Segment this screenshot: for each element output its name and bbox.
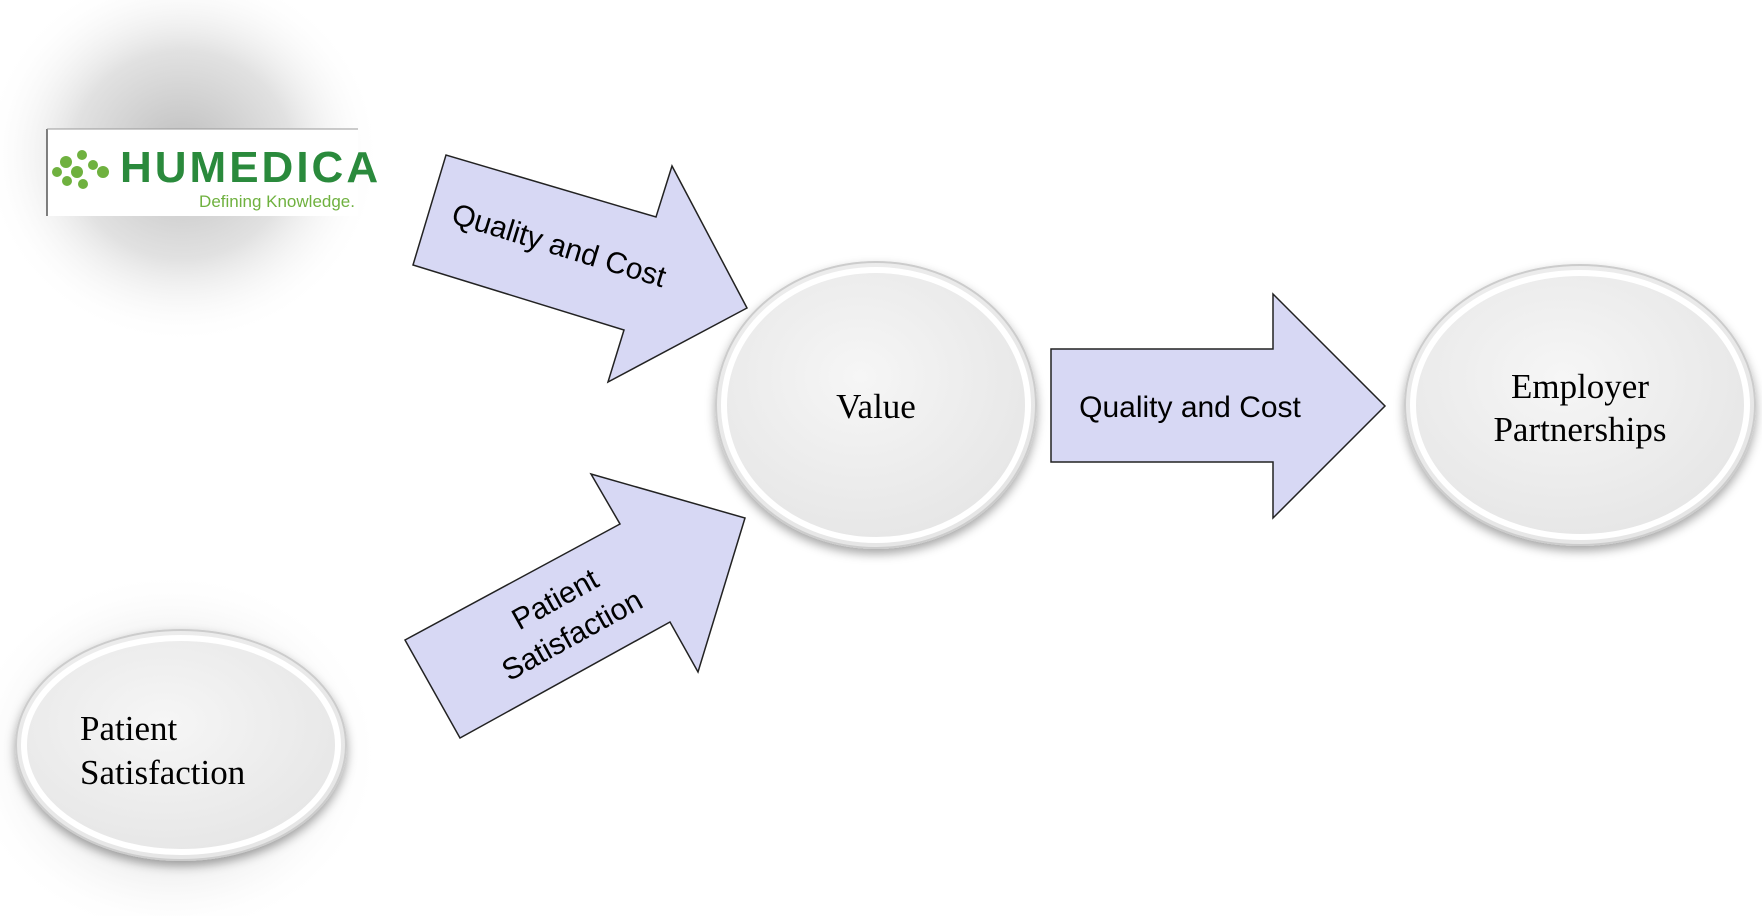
node-patient-satisfaction-rim (21, 635, 341, 855)
node-value: Value (715, 261, 1037, 549)
arrow-quality-cost-to-value-shape (412, 154, 749, 384)
node-employer-partnerships-label-line2: Partnerships (1493, 410, 1666, 449)
node-value-shape (715, 261, 1037, 549)
arrow-satisfaction-to-value: Patient Satisfaction (403, 472, 746, 740)
node-employer-partnerships-label-line1: Employer (1511, 367, 1649, 406)
node-value-label: Value (836, 387, 916, 426)
logo-tagline: Defining Knowledge. (199, 192, 355, 211)
node-value-rim (721, 267, 1031, 543)
logo-wordmark: HUMEDICA (120, 143, 381, 192)
arrow-quality-cost-to-value: Quality and Cost (412, 154, 749, 384)
arrow-value-to-employer-shape (1050, 292, 1387, 520)
arrow-value-to-employer-label: Quality and Cost (1079, 391, 1301, 424)
molecule-icon (52, 150, 109, 189)
node-patient-satisfaction: Patient Satisfaction (15, 629, 347, 861)
node-patient-satisfaction-label-line2: Satisfaction (80, 753, 245, 792)
humedica-logo: HUMEDICA Defining Knowledge. (46, 128, 381, 216)
node-patient-satisfaction-shape (15, 629, 347, 861)
node-employer-partnerships: Employer Partnerships (1404, 264, 1756, 546)
node-employer-partnerships-rim (1410, 270, 1750, 540)
arrow-value-to-employer: Quality and Cost (1050, 292, 1387, 520)
arrow-satisfaction-to-value-shape (403, 472, 746, 740)
node-patient-satisfaction-label-line1: Patient (80, 709, 177, 748)
node-employer-partnerships-shape (1404, 264, 1756, 546)
